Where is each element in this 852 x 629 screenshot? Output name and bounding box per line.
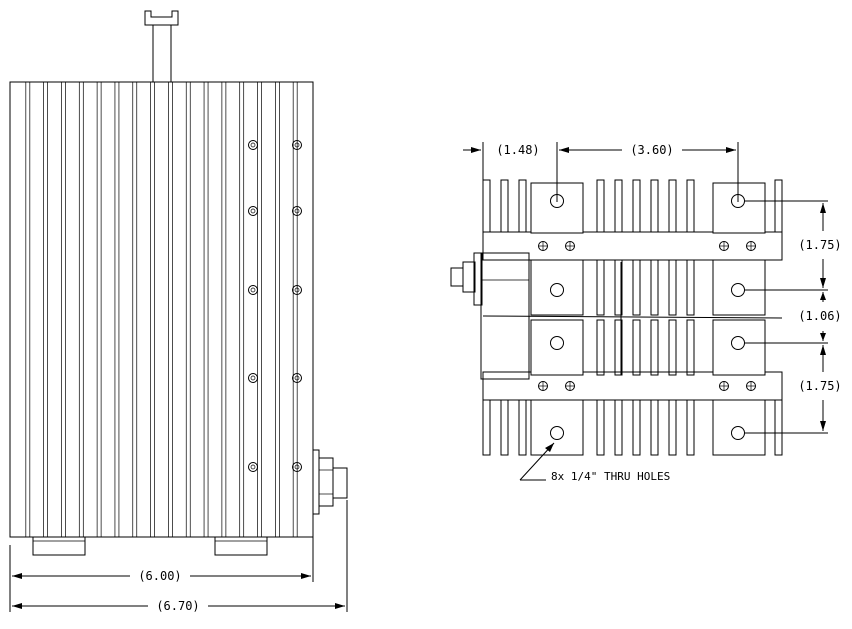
fin	[500, 179, 509, 233]
fin	[686, 259, 695, 316]
screw-recess	[250, 287, 256, 293]
screw-head	[248, 373, 258, 383]
screw-head	[292, 373, 302, 383]
fin	[500, 399, 509, 456]
fin	[668, 319, 677, 376]
end-view: (1.48) (3.60) (1.75) (	[450, 142, 842, 483]
dimension-hole-spacing-x-label: (3.60)	[630, 143, 673, 157]
mounting-block	[530, 259, 584, 316]
mounting-blocks	[530, 182, 766, 456]
screw-head	[248, 285, 258, 295]
screw-recess	[294, 375, 300, 381]
end-connector	[450, 252, 530, 380]
fin	[774, 399, 783, 456]
screw-recess	[250, 375, 256, 381]
fin	[614, 319, 623, 376]
heatsink-fins	[25, 82, 298, 537]
thru-hole	[550, 283, 564, 297]
dimension-end-offset-label: (1.48)	[496, 143, 539, 157]
screw-recess	[250, 208, 256, 214]
fin	[650, 399, 659, 456]
front-view: (6.00) (6.70)	[9, 10, 348, 613]
fin	[668, 399, 677, 456]
screw-head	[292, 462, 302, 472]
heatsink-body	[9, 81, 314, 538]
dimension-hole-spacing-y-middle-label: (1.06)	[798, 309, 841, 323]
screw-recess	[250, 464, 256, 470]
mounting-block	[712, 399, 766, 456]
top-cable	[144, 10, 179, 83]
fin	[596, 319, 605, 376]
fin	[774, 179, 783, 233]
mounting-block	[530, 319, 584, 376]
mounting-block	[712, 259, 766, 316]
center-line	[482, 315, 783, 319]
fin	[518, 399, 527, 456]
dimension-overall-width-label: (6.70)	[156, 599, 199, 613]
dimension-overall-width: (6.70)	[9, 500, 348, 613]
dimension-hole-spacing-y: (1.75) (1.06) (1.75)	[744, 200, 842, 434]
dimension-front-width-label: (6.00)	[138, 569, 181, 583]
fin	[632, 259, 641, 316]
screw-recess	[294, 464, 300, 470]
fin	[596, 259, 605, 316]
dimension-hole-spacing-y-lower-label: (1.75)	[798, 379, 841, 393]
screw-head	[248, 206, 258, 216]
fin	[668, 259, 677, 316]
fin	[668, 179, 677, 233]
fin	[596, 399, 605, 456]
fin	[482, 179, 491, 233]
thru-hole	[550, 426, 564, 440]
fin	[614, 399, 623, 456]
end-view-fins	[482, 179, 783, 456]
fin	[686, 179, 695, 233]
screw-head	[248, 462, 258, 472]
mounting-block	[712, 319, 766, 376]
screw-recess	[294, 287, 300, 293]
screw-recess	[294, 142, 300, 148]
screw-recess	[250, 142, 256, 148]
fin	[632, 179, 641, 233]
fin	[650, 179, 659, 233]
screw-recess	[294, 208, 300, 214]
fin	[518, 179, 527, 233]
mounting-block	[530, 399, 584, 456]
thru-holes-note: 8x 1/4" THRU HOLES	[519, 442, 670, 483]
mounting-screws	[248, 140, 302, 472]
fin	[614, 179, 623, 233]
fin	[632, 399, 641, 456]
base-plate	[482, 371, 783, 401]
fin	[482, 399, 491, 456]
dimension-hole-spacing-x: (3.60)	[556, 142, 739, 202]
fin	[632, 319, 641, 376]
fin	[650, 259, 659, 316]
screw-head	[292, 140, 302, 150]
fin	[596, 179, 605, 233]
fin	[650, 319, 659, 376]
thru-hole	[550, 336, 564, 350]
screw-head	[248, 140, 258, 150]
screw-head	[292, 206, 302, 216]
side-connector	[312, 449, 348, 515]
thru-holes-note-label: 8x 1/4" THRU HOLES	[551, 470, 670, 483]
dimension-hole-spacing-y-upper-label: (1.75)	[798, 238, 841, 252]
mounting-feet	[32, 536, 268, 556]
dimension-end-offset: (1.48)	[463, 142, 540, 180]
dimension-front-width: (6.00)	[9, 520, 314, 583]
fin	[686, 399, 695, 456]
screw-head	[292, 285, 302, 295]
mounting-block	[712, 182, 766, 234]
fin	[686, 319, 695, 376]
base-plate	[482, 231, 783, 261]
